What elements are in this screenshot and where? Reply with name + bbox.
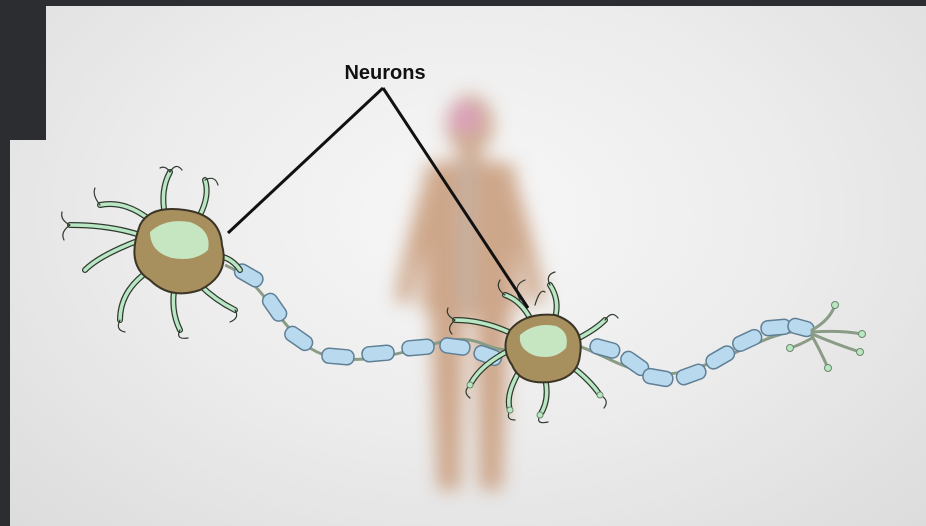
myelin-segment [361,345,394,363]
myelin-segment [730,327,764,353]
neuron-left [62,166,240,338]
myelin-segment [282,324,315,353]
pointer-line-left [228,88,383,233]
myelin-segment [260,291,289,324]
neurons-label: Neurons [344,62,425,84]
myelin-segment [760,319,791,337]
axon-terminals [790,305,862,368]
myelin-segment [675,362,708,386]
myelin-segment [704,343,737,371]
myelin-segment [642,368,674,388]
human-silhouette [395,95,545,490]
myelin-segment [321,348,354,366]
myelin-segment [588,337,621,359]
myelin-sheath-right [588,317,815,388]
myelin-segment [401,339,434,357]
